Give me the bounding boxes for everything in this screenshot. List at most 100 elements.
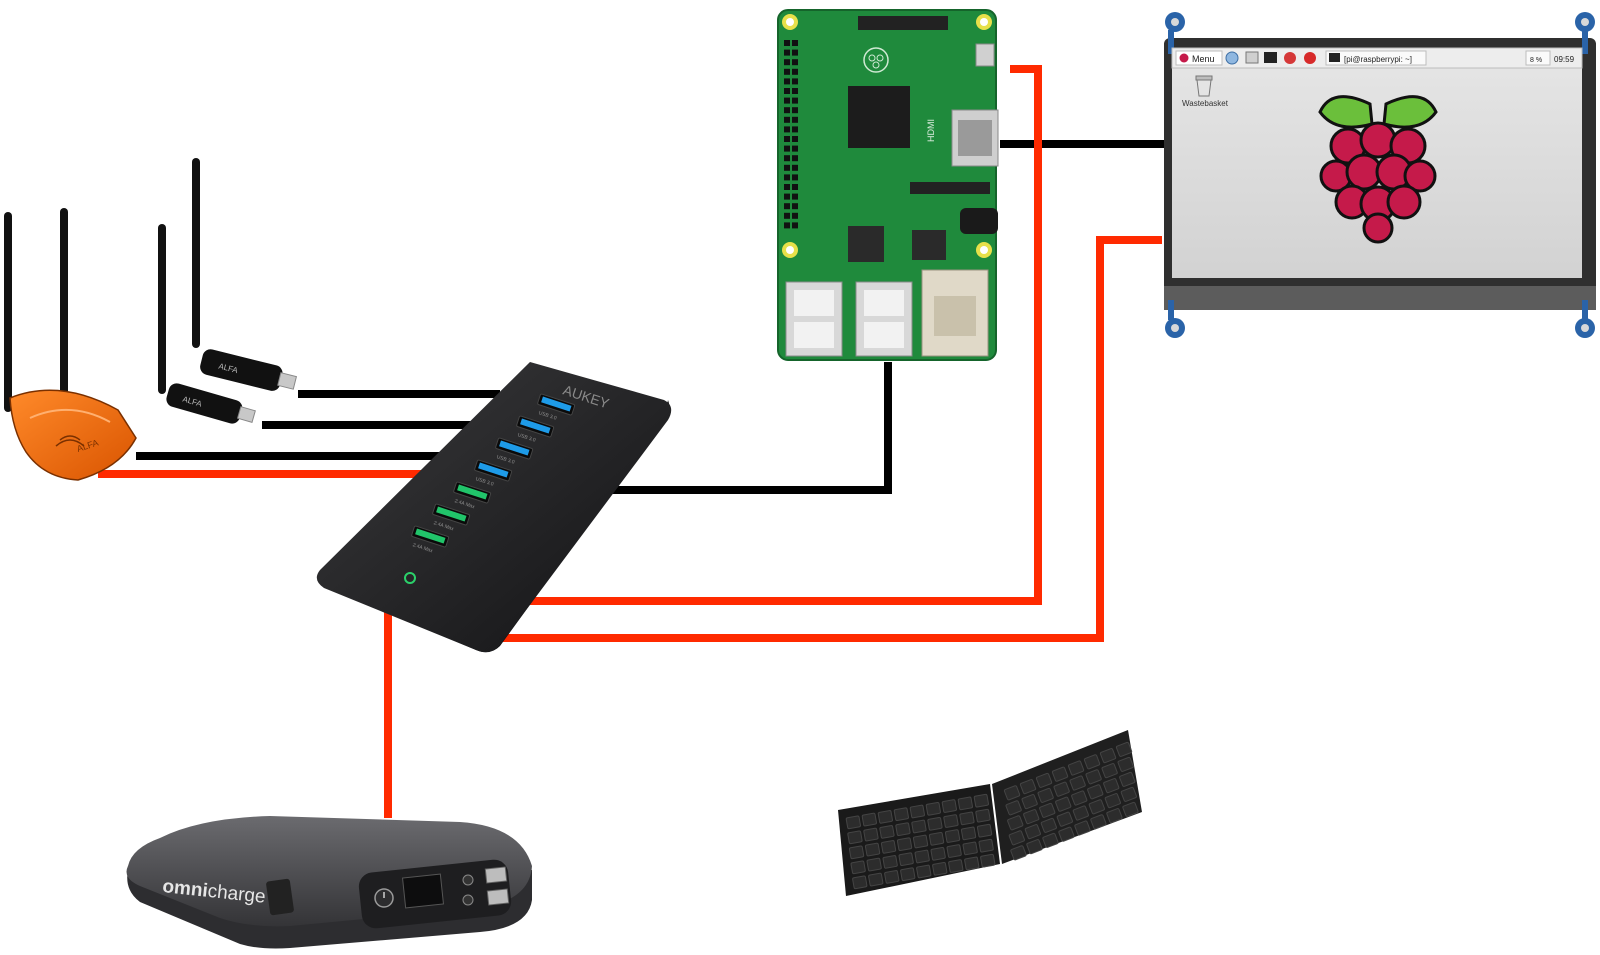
keyboard-key[interactable] [944,829,961,843]
keyboard-key[interactable] [1119,771,1136,787]
keyboard-key[interactable] [1071,790,1088,806]
keyboard-key[interactable] [1103,778,1120,794]
keyboard-key[interactable] [1024,824,1041,840]
dongle-antenna [158,224,166,394]
keyboard-key[interactable] [1083,754,1101,770]
keyboard-key[interactable] [1051,766,1069,782]
terminal-icon[interactable] [1264,52,1277,63]
keyboard-key[interactable] [1072,805,1089,821]
browser-icon[interactable] [1225,51,1239,65]
keyboard-key[interactable] [1074,820,1091,836]
keyboard-key[interactable] [946,844,962,858]
keyboard-key[interactable] [978,838,994,853]
keyboard-key[interactable] [909,804,925,819]
keyboard-key[interactable] [975,808,991,823]
keyboard-key[interactable] [868,872,884,887]
keyboard-key[interactable] [1058,826,1075,842]
keyboard-key[interactable] [898,852,914,866]
keyboard-key[interactable] [850,860,866,875]
keyboard-key[interactable] [879,825,895,839]
bank-button[interactable] [462,874,474,886]
keyboard-key[interactable] [973,793,989,808]
keyboard-key[interactable] [866,857,882,872]
keyboard-key[interactable] [1042,832,1059,848]
keyboard-key[interactable] [1056,811,1073,827]
keyboard-key[interactable] [911,819,927,834]
keyboard-key[interactable] [852,875,868,890]
bank-button[interactable] [462,894,474,906]
taskbar-menu-button[interactable]: Menu [1175,50,1223,66]
keyboard-key[interactable] [948,859,964,873]
keyboard-key[interactable] [1040,817,1057,833]
keyboard-key[interactable] [1035,772,1053,788]
keyboard-key[interactable] [927,816,943,831]
keyboard-key[interactable] [1008,830,1025,846]
keyboard-key[interactable] [845,815,861,830]
keyboard-key[interactable] [1037,787,1054,803]
keyboard-key[interactable] [1067,760,1085,776]
keyboard-key[interactable] [864,842,881,857]
keyboard-key[interactable] [960,826,977,841]
keyboard-key[interactable] [914,849,930,864]
keyboard-key[interactable] [884,870,900,884]
keyboard-key[interactable] [912,834,929,849]
raspberry-logo-icon [1179,53,1189,63]
keyboard-key[interactable] [1099,748,1117,764]
keyboard-key[interactable] [1120,786,1137,802]
keyboard-key[interactable] [1104,793,1121,809]
keyboard-key[interactable] [976,823,993,838]
keyboard-key[interactable] [1122,801,1139,817]
usb-wifi-dongle-1: ALFA [192,158,298,391]
keyboard-key[interactable] [1088,799,1105,815]
keyboard-key[interactable] [896,837,913,851]
keyboard-key[interactable] [1106,808,1123,824]
keyboard-key[interactable] [848,845,865,860]
keyboard-key[interactable] [880,840,897,854]
keyboard-key[interactable] [928,831,945,846]
keyboard-key[interactable] [1053,781,1070,797]
keyboard-key[interactable] [882,855,898,869]
keyboard-key[interactable] [1019,779,1037,795]
file-manager-icon[interactable] [1245,51,1259,64]
keyboard-key[interactable] [1085,769,1102,785]
keyboard-key[interactable] [916,864,932,879]
keyboard-key[interactable] [1069,775,1086,791]
keyboard-key[interactable] [877,810,893,824]
keyboard-key[interactable] [1023,809,1040,825]
keyboard-key[interactable] [1003,785,1021,801]
keyboard-key[interactable] [1090,814,1107,830]
keyboard-key[interactable] [900,867,916,881]
keyboard-key[interactable] [895,822,911,836]
gpio-pin [792,193,798,200]
keyboard-key[interactable] [1010,845,1027,861]
taskbar-terminal-window[interactable]: [pi@raspberrypi: ~] [1325,50,1427,66]
keyboard-key[interactable] [893,807,909,821]
keyboard-key[interactable] [847,830,863,845]
keyboard-key[interactable] [980,853,996,868]
math-icon[interactable] [1284,52,1296,64]
keyboard-key[interactable] [1117,756,1134,772]
keyboard-key[interactable] [925,801,941,816]
keyboard-key[interactable] [1039,802,1056,818]
keyboard-key[interactable] [1026,839,1043,855]
keyboard-key[interactable] [1007,815,1024,831]
keyboard-key[interactable] [957,796,973,811]
keyboard-key[interactable] [930,846,946,861]
keyboard-key[interactable] [1005,800,1022,816]
keyboard-key[interactable] [1021,794,1038,810]
keyboard-key[interactable] [1055,796,1072,812]
wolfram-icon[interactable] [1304,52,1316,64]
keyboard-key[interactable] [941,799,957,813]
keyboard-key[interactable] [1101,763,1118,779]
desktop-wastebasket[interactable]: Wastebasket [1182,75,1229,108]
keyboard-key[interactable] [962,841,978,856]
keyboard-key[interactable] [964,856,980,871]
keyboard-key[interactable] [1087,784,1104,800]
keyboard-key[interactable] [943,814,959,828]
keyboard-key[interactable] [932,861,948,876]
keyboard-key[interactable] [863,827,879,842]
keyboard-key[interactable] [861,812,877,827]
keyboard-key[interactable] [959,811,975,826]
keyboard-key[interactable] [1115,741,1133,757]
